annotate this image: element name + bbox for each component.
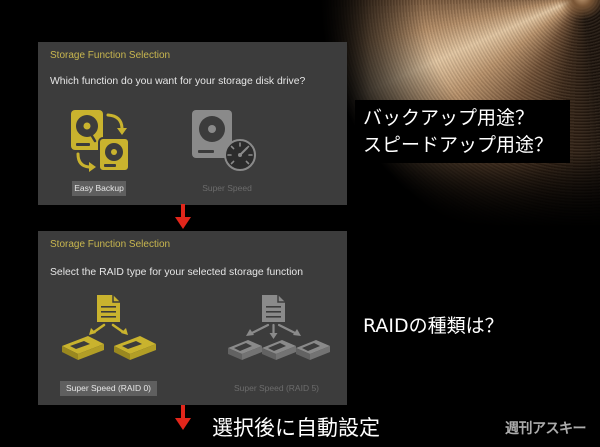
option-easy-backup[interactable]: Easy Backup	[66, 106, 138, 198]
panel-prompt: Which function do you want for your stor…	[50, 76, 306, 87]
annotation-speed-question: スピードアップ用途？	[363, 134, 554, 156]
panel-title: Storage Function Selection	[50, 239, 171, 250]
option-super-speed[interactable]: Super Speed	[188, 106, 260, 198]
annotation-backdrop	[355, 100, 570, 163]
raid0-drives-icon	[62, 295, 156, 360]
annotation-raid-question: RAIDの種類は？	[363, 315, 504, 337]
annotation-backup-question: バックアップ用途？	[363, 107, 535, 129]
option-label: Super Speed (RAID 5)	[233, 383, 320, 393]
raid5-drives-icon	[228, 295, 330, 360]
panel-prompt: Select the RAID type for your selected s…	[50, 267, 303, 278]
arrow-down-icon	[175, 405, 191, 430]
backup-disk-icon	[71, 110, 130, 172]
option-raid5[interactable]: Super Speed (RAID 5)	[224, 290, 332, 398]
option-label: Easy Backup	[72, 181, 126, 196]
option-label: Super Speed (RAID 0)	[60, 381, 157, 396]
storage-function-panel: Storage Function Selection Which functio…	[38, 42, 347, 205]
option-label: Super Speed	[202, 183, 252, 193]
option-raid0[interactable]: Super Speed (RAID 0)	[58, 290, 162, 398]
annotation-auto-setup: 選択後に自動設定	[212, 416, 380, 440]
panel-title: Storage Function Selection	[50, 50, 171, 61]
speed-disk-icon	[192, 110, 256, 171]
publisher-logo: 週刊アスキー	[505, 421, 587, 437]
raid-type-panel: Storage Function Selection Select the RA…	[38, 231, 347, 405]
arrow-down-icon	[175, 204, 191, 229]
